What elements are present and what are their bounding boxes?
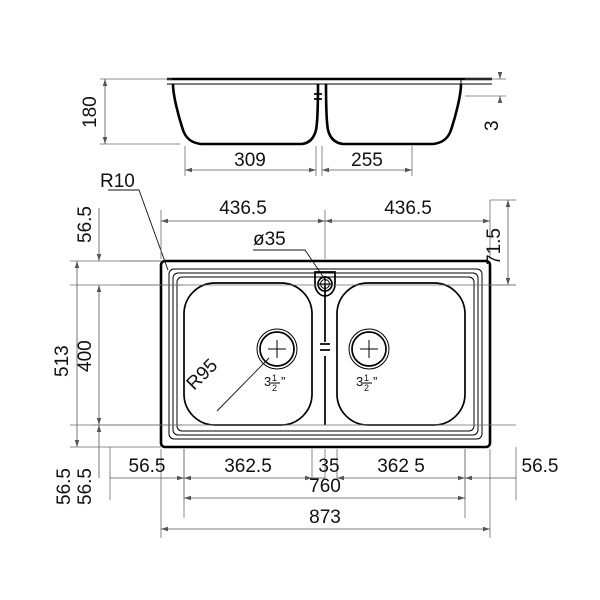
right-bowl-outline [336, 282, 466, 426]
sink-outer-outline [159, 259, 492, 449]
faucet-hole-label: ø35 [253, 229, 286, 250]
plan-bowl-depth-label: 400 [75, 340, 96, 372]
front-elevation-view: 180 3 309 255 [80, 71, 506, 176]
plan-left-margin-bottom2-label: 56.5 [54, 468, 75, 505]
elevation-rim-thickness-label: 3 [482, 120, 503, 131]
plan-overall-width-label: 873 [309, 507, 341, 528]
corner-radius-leader [108, 189, 169, 271]
right-drain-size-label: 3 [356, 374, 363, 389]
svg-text:”: ” [281, 374, 285, 389]
plan-bottom-right-bowl-label: 362 5 [377, 456, 425, 477]
bowl-radius-label: R95 [183, 355, 222, 394]
svg-text:2: 2 [272, 383, 277, 393]
svg-text:1: 1 [272, 373, 277, 383]
plan-bottom-right-margin-label: 56.5 [522, 456, 559, 477]
plan-bowls-total-label: 760 [309, 476, 341, 497]
plan-top-right-half-label: 436.5 [384, 198, 432, 219]
svg-text:”: ” [373, 374, 377, 389]
elevation-right-bowl-width-label: 255 [351, 150, 383, 171]
svg-text:1: 1 [364, 373, 369, 383]
plan-left-margin-bottom-label: 56.5 [75, 468, 96, 505]
plan-top-right-offset-label: 71.5 [484, 228, 505, 265]
plan-bottom-divider-label: 35 [318, 456, 339, 477]
plan-bottom-left-bowl-label: 362.5 [224, 456, 272, 477]
left-drain-size-label: 3 [264, 374, 271, 389]
sink-rim-outline-2 [172, 272, 479, 436]
bowl-radius-leader [216, 357, 270, 412]
plan-overall-depth-label: 513 [52, 345, 73, 377]
left-drain-hole [256, 328, 298, 370]
plan-top-left-half-label: 436.5 [219, 198, 267, 219]
elevation-depth-label: 180 [80, 96, 101, 128]
corner-radius-label: R10 [100, 171, 135, 192]
elevation-left-bowl-width-label: 309 [234, 150, 266, 171]
plan-bottom-left-margin-label: 56.5 [129, 456, 166, 477]
right-drain-hole [348, 328, 390, 370]
reference-lines [70, 284, 516, 426]
svg-text:2: 2 [364, 383, 369, 393]
sink-rim-outline-1 [168, 268, 483, 440]
top-plan-view: 3 1 2 ” 3 1 2 ” [52, 171, 558, 538]
plan-left-margin-top-label: 56.5 [75, 206, 96, 243]
faucet-hole-leader [253, 249, 327, 282]
faucet-hole [314, 271, 336, 297]
